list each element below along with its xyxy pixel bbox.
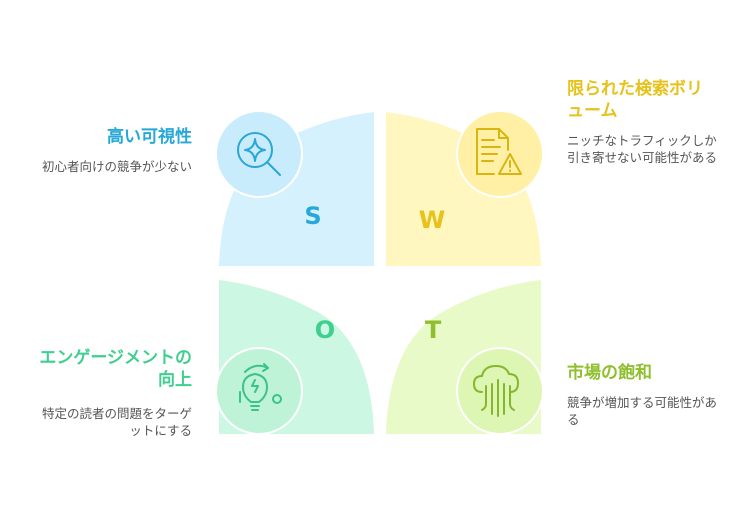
weakness-label: 限られた検索ボリューム ニッチなトラフィックしか引き寄せない可能性がある [567, 78, 717, 166]
weakness-letter: W [419, 206, 445, 234]
opportunity-letter: O [315, 316, 335, 344]
threat-icon-circle [456, 347, 544, 435]
weakness-description: ニッチなトラフィックしか引き寄せない可能性がある [567, 133, 718, 165]
opportunity-icon-circle [215, 347, 303, 435]
threat-title: 市場の飽和 [567, 363, 652, 383]
weakness-quadrant [386, 112, 541, 266]
weakness-title: 限られた検索ボリューム [567, 79, 703, 121]
strength-title: 高い可視性 [107, 127, 192, 147]
opportunity-description: 特定の読者の問題をターゲットにする [41, 406, 192, 438]
opportunity-label: エンゲージメントの向上 特定の読者の問題をターゲットにする [30, 347, 192, 439]
threat-description: 競争が増加する可能性がある [567, 395, 718, 427]
strength-description: 初心者向けの競争が少ない [41, 159, 192, 174]
strength-icon-circle [215, 110, 303, 198]
document-warning-icon [476, 128, 522, 175]
strength-quadrant [219, 112, 374, 266]
threat-letter: T [425, 316, 442, 344]
search-sparkle-icon [237, 132, 281, 176]
strength-letter: S [304, 202, 321, 230]
cloud-network-icon [473, 365, 519, 417]
weakness-icon-circle [456, 110, 544, 198]
threat-label: 市場の飽和 競争が増加する可能性がある [567, 362, 717, 428]
strength-label: 高い可視性 初心者向けの競争が少ない [40, 126, 192, 175]
opportunity-title: エンゲージメントの向上 [39, 348, 192, 390]
lightbulb-idea-icon [239, 363, 282, 411]
